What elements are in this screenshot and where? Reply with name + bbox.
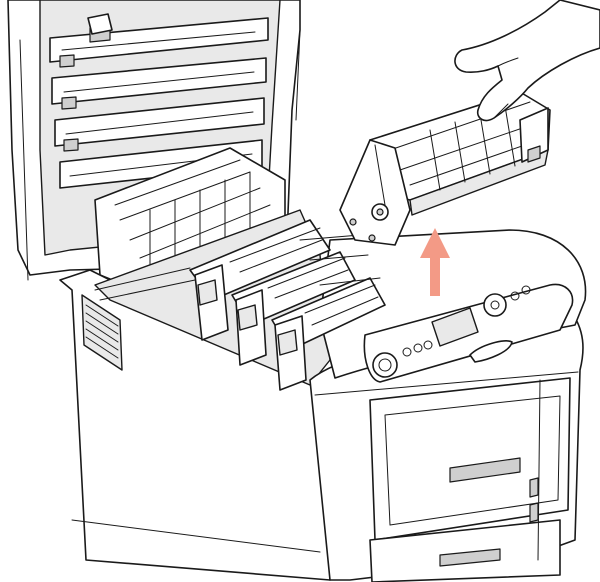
image-drum-cartridge — [339, 91, 551, 246]
cover-latch — [87, 13, 113, 35]
lcd-display — [431, 307, 479, 347]
drum-2 — [231, 251, 356, 366]
nav-buttons — [483, 285, 531, 317]
front-door — [369, 377, 571, 541]
hand-icon — [454, 0, 600, 122]
led-head-bars — [49, 17, 269, 189]
side-vent — [81, 294, 123, 371]
top-cover — [7, 0, 301, 296]
control-panel — [363, 283, 574, 383]
drum-3 — [271, 277, 386, 391]
power-button — [372, 352, 398, 378]
drum-end-cap — [339, 139, 411, 246]
ok-button — [469, 340, 513, 363]
lift-up-arrow-icon — [420, 228, 450, 296]
front-door-handle — [449, 457, 521, 483]
installed-drums — [189, 219, 386, 391]
paper-tray — [369, 519, 561, 582]
drum-1 — [189, 219, 331, 341]
